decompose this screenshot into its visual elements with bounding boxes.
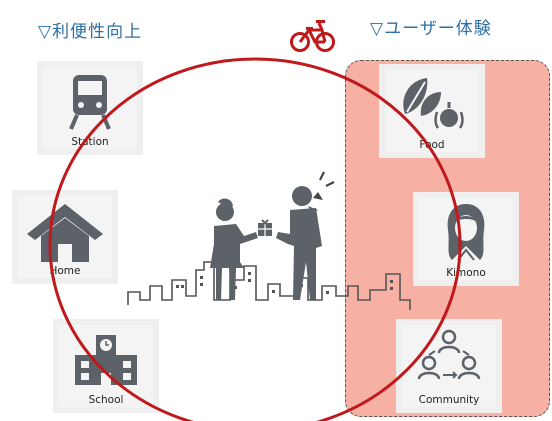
man-silhouette — [276, 186, 322, 300]
user-experience-heading: ▽ユーザー体験 — [370, 19, 492, 39]
woman-silhouette — [210, 198, 258, 300]
convenience-heading: ▽利便性向上 — [38, 22, 143, 42]
bicycle-icon — [290, 20, 335, 52]
city-skyline — [127, 261, 411, 310]
